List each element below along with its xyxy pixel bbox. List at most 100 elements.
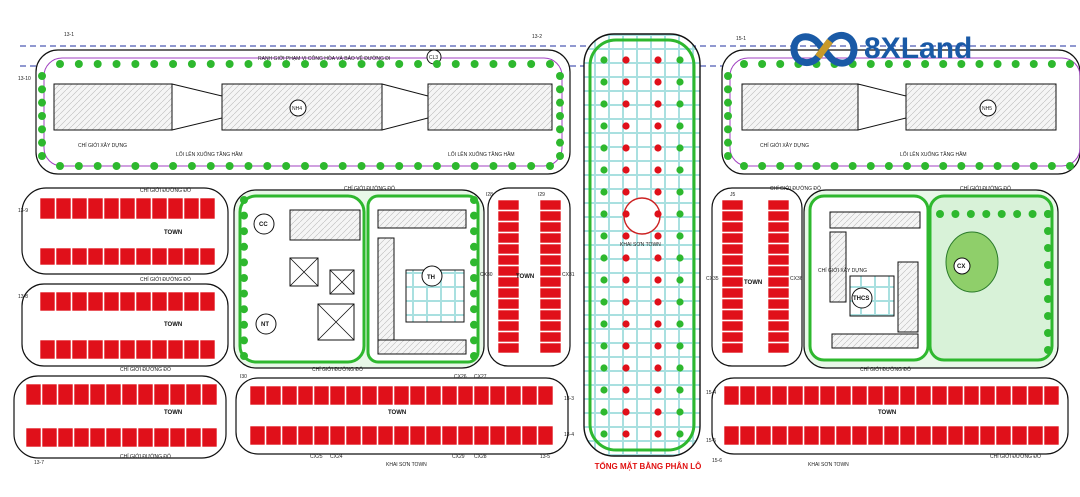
lot (767, 342, 790, 354)
plaza-tree (676, 342, 684, 350)
lot (867, 425, 884, 446)
tree (884, 60, 893, 68)
code-15-1: 15-1 (736, 36, 746, 42)
plaza-tree (622, 320, 630, 328)
lot (539, 254, 562, 266)
tree (240, 258, 248, 267)
tree (319, 60, 328, 68)
tree (724, 138, 732, 147)
tree (1029, 162, 1038, 170)
lot (883, 385, 900, 406)
code-13-3: 13-3 (564, 396, 574, 402)
lot (183, 197, 200, 220)
tree (758, 60, 767, 68)
tree (794, 162, 803, 170)
tree (244, 162, 253, 170)
tree (957, 60, 966, 68)
label-loi-len-xuong-3: LỐI LÊN XUỐNG TẦNG HẦM (900, 150, 967, 158)
plaza-tree (600, 122, 608, 130)
tree (112, 60, 121, 68)
lot (851, 385, 868, 406)
tree (966, 210, 975, 218)
lot (441, 385, 458, 406)
lot (137, 427, 154, 448)
tree (1028, 210, 1037, 218)
tree (357, 60, 366, 68)
tree (1044, 210, 1052, 218)
code-13-1: 13-1 (64, 32, 74, 38)
plaza-tree (622, 210, 630, 218)
tree (414, 162, 423, 170)
brand-logo-mark-icon (790, 31, 858, 67)
tree (489, 60, 498, 68)
boundary-note: RANH GIỚI PHẠM VI CÔNG HÒA VÀ BẢO VỆ ĐƯỜ… (258, 54, 390, 62)
code-15-5: 15-5 (706, 438, 716, 444)
lot (995, 385, 1012, 406)
lot (497, 320, 520, 332)
plaza-tree (622, 408, 630, 416)
tree (470, 320, 478, 329)
tree (74, 60, 83, 68)
lot (135, 247, 152, 266)
plaza-tree (622, 122, 630, 130)
tree (240, 320, 248, 329)
tree (470, 289, 478, 298)
central-plaza: KHAI SƠN TOWN (583, 33, 701, 457)
tree (1044, 278, 1052, 286)
label-khai-son-town-plaza: KHAI SƠN TOWN (620, 242, 661, 248)
lot (41, 383, 58, 406)
block-nh5: NH5 CHỈ GIỚI XÂY DỰNG LỐI LÊN XUỐNG TẦNG… (721, 49, 1080, 175)
tree (921, 60, 930, 68)
lot (899, 385, 916, 406)
lot (767, 232, 790, 244)
tree (169, 60, 178, 68)
lot (521, 425, 538, 446)
tree (830, 162, 839, 170)
tree (282, 162, 291, 170)
lot (167, 339, 184, 360)
lot (931, 385, 948, 406)
lot (739, 425, 756, 446)
lot (721, 287, 744, 299)
lot (57, 383, 74, 406)
tree (556, 85, 564, 94)
lot (963, 385, 980, 406)
tree (1066, 162, 1074, 170)
lot (899, 425, 916, 446)
lot (55, 247, 72, 266)
plaza-tree (654, 298, 662, 306)
tree (903, 162, 911, 170)
code-i25: I28 (486, 192, 493, 198)
lot (1027, 385, 1044, 406)
tree (556, 72, 564, 80)
label-town-3: TOWN (164, 410, 182, 416)
plaza-tree (600, 254, 608, 262)
lot (867, 385, 884, 406)
label-chi-gioi-xay-dung-left: CHỈ GIỚI XÂY DỰNG (78, 142, 127, 149)
lot (361, 425, 378, 446)
lot (539, 309, 562, 321)
plaza-tree (600, 56, 608, 64)
lot (409, 385, 426, 406)
lot (539, 342, 562, 354)
tree (470, 305, 478, 314)
plaza-tree (600, 386, 608, 394)
lot (767, 221, 790, 233)
plaza-tree (622, 232, 630, 240)
tree (376, 60, 385, 68)
lot (201, 427, 218, 448)
plaza-tree (600, 430, 608, 438)
lot (539, 320, 562, 332)
lot (41, 427, 58, 448)
lot (87, 247, 104, 266)
tree (38, 138, 46, 147)
tree (301, 162, 309, 170)
label-chi-gioi-duong-do-7: CHỈ GIỚI ĐƯỜNG ĐỎ (770, 185, 821, 192)
lot (87, 197, 104, 220)
lot (137, 383, 154, 406)
tree (993, 162, 1002, 170)
lot (1027, 425, 1044, 446)
tree (1011, 162, 1020, 170)
tree (556, 112, 564, 120)
label-chi-gioi-duong-do-1: CHỈ GIỚI ĐƯỜNG ĐỎ (140, 187, 191, 194)
